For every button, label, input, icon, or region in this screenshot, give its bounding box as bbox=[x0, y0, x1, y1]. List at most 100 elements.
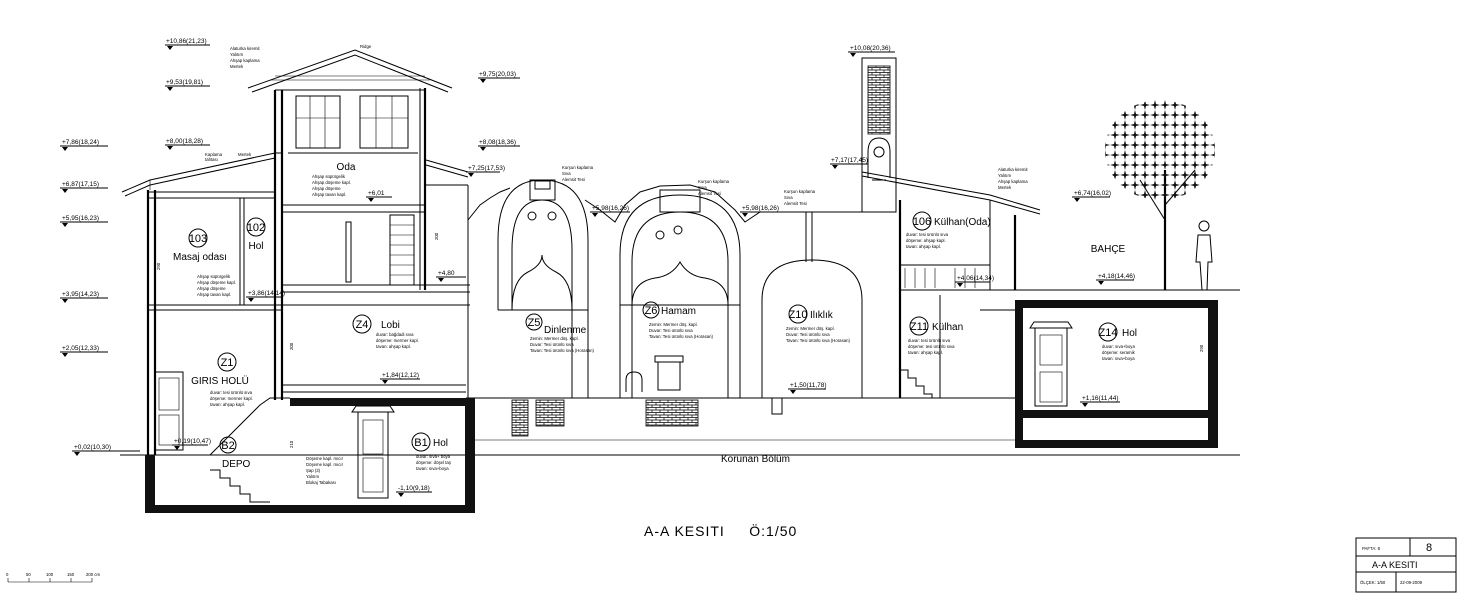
svg-text:Yalıtım: Yalıtım bbox=[998, 173, 1011, 178]
level-text: +4,18(14,46) bbox=[1098, 273, 1135, 280]
left-building bbox=[121, 49, 475, 513]
level-text: +9,53(19,81) bbox=[166, 79, 203, 86]
svg-text:Sıva: Sıva bbox=[698, 185, 707, 190]
title-block-date: 22-09-2009 bbox=[1400, 580, 1423, 585]
level-marker: +0,02(10,30) bbox=[72, 444, 140, 456]
svg-text:150: 150 bbox=[67, 572, 75, 577]
room-name: Dinlenme bbox=[544, 325, 587, 336]
svg-text:Kaplama: Kaplama bbox=[205, 152, 223, 157]
note-z11: duvar: tesi ürünlü sıva döşeme: tesi ürü… bbox=[908, 338, 955, 355]
material-notes: Alaturka kiremit Yalıtım Ahşap kaplama M… bbox=[197, 44, 1136, 485]
svg-text:Mertek: Mertek bbox=[998, 185, 1012, 190]
garden-label: BAHÇE bbox=[1091, 244, 1126, 255]
svg-text:döşeme: mermer kapl.: döşeme: mermer kapl. bbox=[210, 396, 253, 401]
room-number: Z14 bbox=[1099, 327, 1118, 339]
svg-text:Blokaj Tabakası: Blokaj Tabakası bbox=[306, 480, 336, 485]
note-roof: Alaturka kiremit Yalıtım Ahşap kaplama M… bbox=[230, 46, 260, 69]
svg-text:tavan: ahşap kapl.: tavan: ahşap kapl. bbox=[210, 402, 245, 407]
scale-bar: 0 50 100 150 200 cm bbox=[6, 572, 101, 583]
note-eave: Kaplama tahtası Mertek bbox=[205, 152, 252, 162]
level-text: +8,08(18,36) bbox=[479, 139, 516, 146]
level-text: +4,80 bbox=[438, 270, 455, 277]
room-label-z4: Z4 Lobi bbox=[352, 314, 400, 334]
room-name: Külhan bbox=[932, 322, 963, 333]
note-z1: duvar: tesi ürünlü sıva döşeme: mermer k… bbox=[210, 390, 253, 407]
svg-text:duvar: tesi ürünlü sıva: duvar: tesi ürünlü sıva bbox=[908, 338, 951, 343]
svg-text:Mertek: Mertek bbox=[238, 152, 252, 157]
level-marker: +2,05(12,33) bbox=[60, 345, 108, 357]
level-marker: +5,95(16,23) bbox=[60, 215, 108, 227]
note-z10: Zemin: Mermer döş. kapl. Duvar: Tesi ürü… bbox=[786, 326, 850, 343]
svg-text:duvar: bağdadi sıva: duvar: bağdadi sıva bbox=[376, 332, 414, 337]
title-block-sheet: 8 bbox=[1426, 542, 1432, 554]
room-label-b2: B2 DEPO bbox=[219, 436, 251, 470]
svg-text:Tavan: Tesi ürünlü sıva (Horas: Tavan: Tesi ürünlü sıva (Horasan) bbox=[530, 348, 594, 353]
svg-text:duvar: sıva+ boya: duvar: sıva+ boya bbox=[416, 454, 451, 459]
svg-text:290: 290 bbox=[156, 262, 161, 270]
room-number: Z4 bbox=[356, 319, 369, 331]
note-z5: Zemin: Mermer döş. kapl. Duvar: Tesi ürü… bbox=[530, 336, 594, 353]
room-name: Hol bbox=[1122, 328, 1137, 339]
room-name: Külhan(Oda) bbox=[934, 217, 991, 228]
room-name: Masaj odası bbox=[173, 252, 227, 263]
level-marker: +8,08(18,36) bbox=[478, 139, 520, 151]
level-text: +1,84(12,12) bbox=[382, 372, 419, 379]
svg-text:Duvar: Tesi ürünlü sıva: Duvar: Tesi ürünlü sıva bbox=[786, 332, 830, 337]
svg-text:Tavan: Tesi ürünlü sıva (Horas: Tavan: Tesi ürünlü sıva (Horasan) bbox=[786, 338, 850, 343]
level-text: +10,08(20,36) bbox=[850, 45, 891, 52]
svg-text:Tavan: Tesi ürünlü sıva (Horas: Tavan: Tesi ürünlü sıva (Horasan) bbox=[649, 334, 713, 339]
svg-text:Ahşap süpürgelik: Ahşap süpürgelik bbox=[312, 174, 346, 179]
level-marker: -1,10(9,18) bbox=[396, 485, 432, 497]
level-text: +3,95(14,23) bbox=[62, 291, 99, 298]
svg-text:tavan: sıva+boya: tavan: sıva+boya bbox=[1102, 356, 1135, 361]
note-ridge: Ridge bbox=[360, 44, 372, 49]
room-name: GIRIS HOLÜ bbox=[191, 375, 249, 387]
room-label-103: 103 Masaj odası bbox=[173, 228, 227, 263]
note-z6: Zemin: Mermer döş. kapl. Duvar: Tesi ürü… bbox=[649, 322, 713, 339]
level-text: +3,86(14,14) bbox=[248, 290, 285, 297]
svg-text:Ahşap döşeme kapl.: Ahşap döşeme kapl. bbox=[197, 280, 236, 285]
level-text: +6,74(16,02) bbox=[1074, 190, 1111, 197]
level-marker: +6,74(16,02) bbox=[1072, 190, 1111, 202]
svg-text:döşeme: ahşap kapl.: döşeme: ahşap kapl. bbox=[906, 238, 946, 243]
room-label-z10: Z10 Ilıklık bbox=[788, 304, 834, 324]
svg-text:tavan: sıva+boya: tavan: sıva+boya bbox=[416, 466, 449, 471]
level-marker: +1,50(11,78) bbox=[788, 382, 827, 394]
room-label-b1: B1 Hol bbox=[411, 432, 448, 452]
svg-text:Ahşap tavan kapl.: Ahşap tavan kapl. bbox=[197, 292, 231, 297]
svg-text:döşeme: mermer kapl.: döşeme: mermer kapl. bbox=[376, 338, 419, 343]
right-building bbox=[861, 100, 1218, 448]
level-marker: +3,86(14,14) bbox=[246, 290, 285, 302]
svg-text:210: 210 bbox=[289, 440, 294, 448]
room-number: 103 bbox=[189, 233, 207, 245]
note-z14: duvar: sıva+boya döşeme: seramik tavan: … bbox=[1102, 344, 1136, 361]
level-marker: +9,75(20,03) bbox=[478, 71, 520, 83]
room-label-102: 102 Hol bbox=[246, 217, 266, 252]
title-block-name: A-A KESITI bbox=[1372, 560, 1418, 570]
level-marker: +7,17(17,45) bbox=[830, 157, 868, 169]
level-marker: +6,01 bbox=[366, 190, 392, 202]
note-dome: Kurşun kaplama Sıva Alemsit Tesi Kurşun … bbox=[562, 165, 816, 206]
svg-text:Duvar: Tesi ürünlü sıva: Duvar: Tesi ürünlü sıva bbox=[649, 328, 693, 333]
level-marker: +1,16(11,44) bbox=[1080, 395, 1120, 407]
svg-text:Ahşap döşeme: Ahşap döşeme bbox=[197, 286, 226, 291]
level-text: +10,86(21,23) bbox=[166, 38, 207, 45]
svg-text:döşeme: döşel taş: döşeme: döşel taş bbox=[416, 460, 451, 465]
svg-text:Ahşap döşeme: Ahşap döşeme bbox=[312, 186, 341, 191]
level-marker: +10,08(20,36) bbox=[848, 45, 895, 57]
svg-text:Ahşap döşeme kapl.: Ahşap döşeme kapl. bbox=[312, 180, 351, 185]
svg-text:Döşeme kapl. mıcır: Döşeme kapl. mıcır bbox=[306, 456, 344, 461]
room-name: Oda bbox=[337, 162, 356, 173]
level-marker: +1,84(12,12) bbox=[380, 372, 420, 384]
level-text: +5,98(16,26) bbox=[742, 205, 779, 212]
svg-text:tavan: ahşap kapl.: tavan: ahşap kapl. bbox=[376, 344, 411, 349]
svg-text:Alemsit Tesi: Alemsit Tesi bbox=[784, 201, 807, 206]
svg-text:200: 200 bbox=[289, 342, 294, 350]
room-label-oda: Oda bbox=[337, 162, 356, 173]
room-number: Z10 bbox=[789, 309, 808, 321]
svg-text:Kurşun kaplama: Kurşun kaplama bbox=[562, 165, 594, 170]
level-text: +4,06(14,34) bbox=[957, 275, 994, 282]
level-marker: +9,53(19,81) bbox=[165, 79, 210, 91]
svg-text:duvar: sıva+boya: duvar: sıva+boya bbox=[1102, 344, 1135, 349]
title-block-pafta: PAFTA: 8 bbox=[1362, 546, 1381, 551]
